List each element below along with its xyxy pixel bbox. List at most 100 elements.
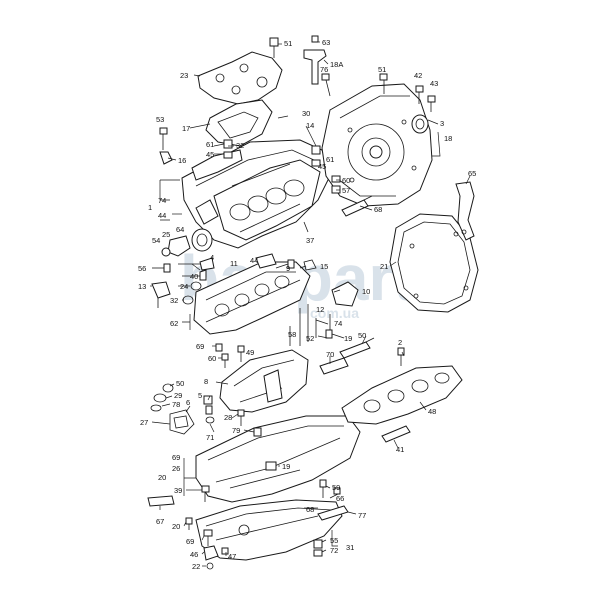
callout-53: 53: [156, 115, 164, 124]
callout-69c: 77: [358, 511, 366, 520]
callout-50b: 2: [398, 338, 402, 347]
bolt-71: [237, 409, 245, 426]
bolt-60-49-52: [215, 343, 245, 368]
callout-71: 28: [224, 413, 232, 422]
callout-69b: 41: [396, 445, 404, 454]
callout-31: 47: [228, 552, 236, 561]
callout-51b: 51: [378, 65, 386, 74]
callout-14: 14: [306, 121, 314, 130]
callout-46: 55: [330, 536, 338, 545]
callout-17: 17: [182, 124, 190, 133]
callout-42: 42: [414, 71, 422, 80]
callout-76: 76: [320, 65, 328, 74]
callout-12: 32: [170, 296, 178, 305]
callout-29: 8: [204, 377, 208, 386]
callout-73: 22: [192, 562, 200, 571]
callout-74b: 62: [170, 319, 178, 328]
callout-77: 20: [172, 522, 180, 531]
cylinder-head-cover-17: [205, 99, 273, 147]
callout-15: 40: [190, 272, 198, 281]
callout-16: 16: [178, 156, 186, 165]
callout-54: 54: [152, 236, 160, 245]
callout-25: 25: [162, 230, 170, 239]
callout-50: 74: [334, 319, 342, 328]
cover-gasket-21: [389, 213, 479, 313]
callout-8: 50: [176, 379, 184, 388]
callout-5: 29: [174, 391, 182, 400]
oil-pan-upper-26: [195, 415, 361, 503]
callout-32: 32: [236, 141, 244, 150]
stud-37: [303, 221, 309, 233]
callout-28: 27: [140, 418, 148, 427]
sensor-bracket-65: [455, 181, 475, 241]
callout-55: 69: [186, 537, 194, 546]
bolt-42-43: [415, 85, 436, 112]
bolt-58: [325, 329, 333, 339]
callout-30: 30: [302, 109, 310, 118]
sealant-tube-69-mid: [339, 337, 375, 359]
callout-20: 69: [172, 453, 180, 462]
callout-19b: 26: [172, 464, 180, 473]
bolt-59: [201, 485, 210, 502]
o-rings-10-12-15: [182, 257, 215, 305]
callout-3: 3: [440, 119, 444, 128]
callout-69: 50: [358, 331, 366, 340]
callout-13: 15: [320, 262, 328, 271]
callout-45: 45: [206, 150, 214, 159]
callout-32b: 10: [362, 287, 370, 296]
bolt-77: [185, 517, 193, 530]
callout-67: 66: [336, 494, 344, 503]
bolt-48: [253, 427, 262, 437]
callout-65: 65: [468, 169, 476, 178]
callout-51: 51: [284, 39, 292, 48]
callout-61b: 61: [326, 155, 334, 164]
callout-26: 20: [158, 473, 166, 482]
callout-48: 79: [232, 426, 240, 435]
callout-57: 57: [342, 186, 350, 195]
callout-labels: 51 63 23 18A 76 51 42 43 17 30 14 61 32 …: [138, 38, 476, 571]
callout-62: 12: [316, 305, 324, 314]
callout-44b: 11: [230, 259, 238, 268]
bolt-31: [221, 547, 229, 555]
seal-ring-3: [411, 114, 429, 134]
callout-6: 78: [172, 400, 180, 409]
callout-19: 70: [326, 350, 334, 359]
callout-52: 49: [246, 348, 254, 357]
callout-24: 13: [138, 282, 146, 291]
valve-cover-gasket-23: [197, 51, 283, 105]
callout-37: 37: [306, 236, 314, 245]
bolt-51-top: [269, 37, 279, 58]
oil-baffle-29: [219, 349, 309, 413]
callout-10: 24: [180, 282, 188, 291]
sensor-78-79: [203, 395, 215, 424]
bolt-50-right: [397, 347, 405, 366]
leader-lines: [150, 41, 471, 567]
bracket-18A: [303, 35, 327, 85]
callout-21: 21: [380, 262, 388, 271]
callout-59: 39: [174, 486, 182, 495]
gasket-9-40-13: [255, 253, 317, 271]
callout-18: 18: [444, 134, 452, 143]
callout-60: 60: [342, 176, 350, 185]
crank-trigger-41: [341, 365, 463, 425]
seal-ring-64: [191, 228, 213, 252]
callout-22: 31: [346, 543, 354, 552]
callout-9: 44: [250, 256, 258, 265]
oil-pipe-24: [151, 281, 171, 308]
callout-39: 19: [282, 462, 290, 471]
bolt-76-51: [321, 73, 388, 97]
watermark-sub: com.ua: [310, 305, 359, 321]
sealant-tube-68: [341, 195, 373, 217]
callout-60b: 69: [196, 342, 204, 351]
crankcase-bedplate-74: [193, 261, 311, 335]
callout-4: 4: [210, 253, 214, 262]
callout-79: 71: [206, 433, 214, 442]
callout-44: 44: [158, 211, 166, 220]
callout-41: 48: [428, 407, 436, 416]
callout-49: 60: [208, 354, 216, 363]
callout-1: 1: [148, 203, 152, 212]
callout-40: 9: [286, 264, 290, 273]
callout-70: 52: [306, 334, 314, 343]
bolt-66-67: [319, 479, 341, 498]
callout-45b: 45: [318, 162, 326, 171]
